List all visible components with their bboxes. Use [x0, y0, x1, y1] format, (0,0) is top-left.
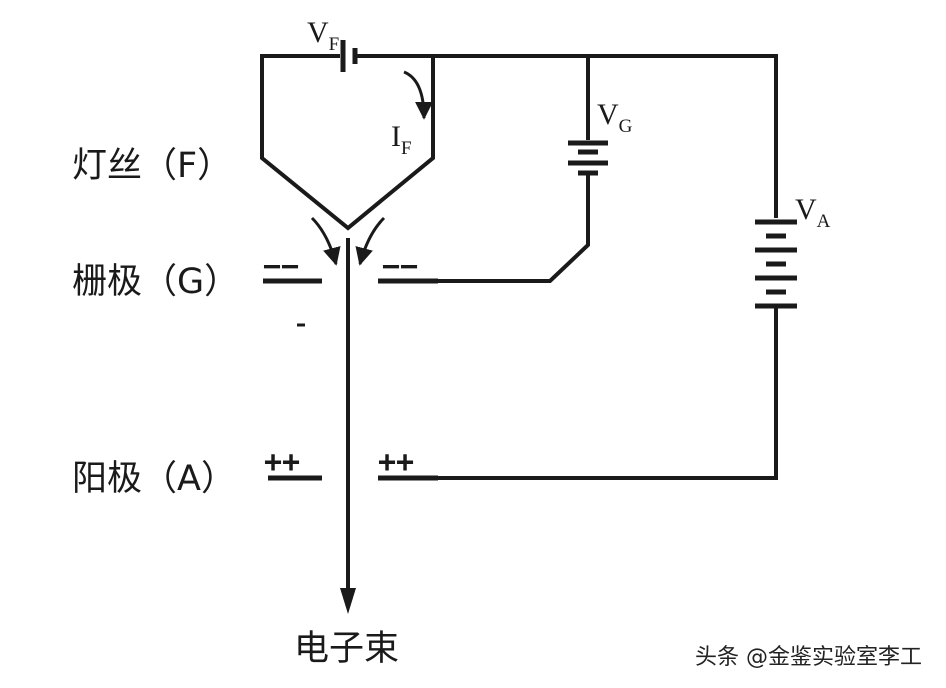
- electron-flow-left-arrow: [310, 216, 341, 266]
- va-to-anode-wire: [378, 306, 778, 480]
- grid-label: 栅极（G）: [72, 262, 239, 302]
- grid-right-charge: −−: [382, 249, 418, 284]
- if-label: IF: [391, 120, 412, 159]
- grid-left-charge: −−: [263, 249, 299, 284]
- anode-right-charge: ++: [378, 445, 414, 480]
- anode-left-charge: ++: [264, 445, 300, 480]
- electron-beam-label: 电子束: [294, 629, 399, 669]
- va-label: VA: [795, 193, 831, 232]
- electron-flow-right-arrow: [355, 216, 386, 266]
- vg-to-grid-wire: [378, 173, 590, 283]
- watermark: 头条 @金鉴实验室李工: [695, 645, 922, 670]
- filament-wire: [260, 54, 435, 231]
- top-bus-wire: [433, 54, 778, 218]
- filament-label: 灯丝（F）: [72, 146, 232, 186]
- anode-label: 阳极（A）: [72, 459, 236, 499]
- vg-label: VG: [597, 98, 633, 137]
- filament-current-arrow: [403, 70, 433, 120]
- electron-beam-arrowhead: [340, 588, 356, 614]
- vf-label: VF: [307, 16, 339, 55]
